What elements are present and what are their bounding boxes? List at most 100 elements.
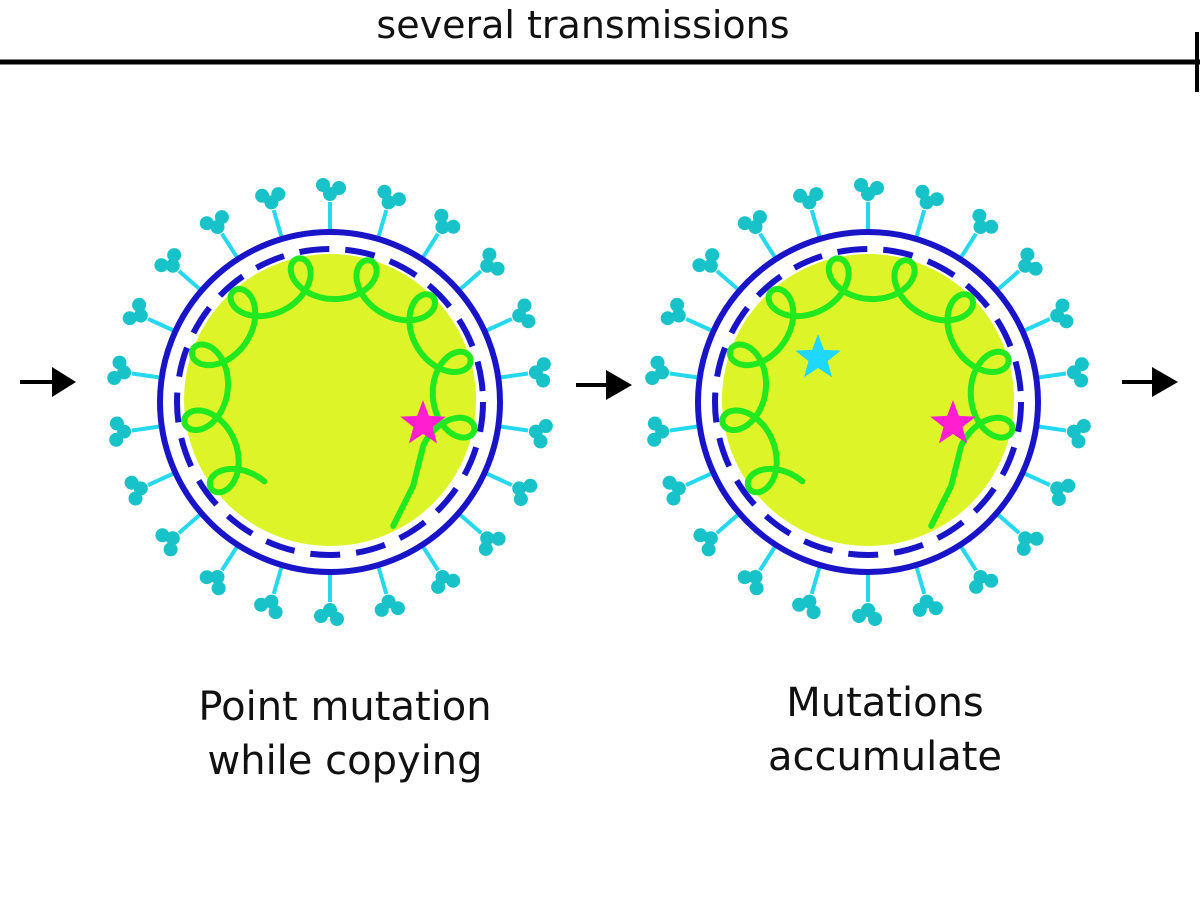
spike-stem — [499, 424, 529, 433]
spike-head — [1074, 373, 1089, 388]
spike-head — [915, 184, 930, 199]
spike-stem — [809, 209, 822, 238]
inner-membrane — [712, 246, 1024, 558]
spike-head — [984, 219, 999, 234]
spike-head — [647, 416, 662, 431]
spike-head — [1018, 531, 1033, 546]
spike-stem — [271, 209, 284, 238]
spike-head — [536, 357, 551, 372]
spike-head — [165, 258, 180, 273]
spike-head — [868, 612, 882, 626]
inner-membrane — [174, 246, 486, 558]
spike-head — [255, 188, 270, 203]
spike-head — [737, 216, 752, 231]
spike-head — [929, 192, 944, 207]
star-icon — [400, 400, 446, 444]
spike-head — [703, 258, 718, 273]
spike-head — [109, 416, 124, 431]
spike-head — [670, 297, 685, 312]
spike-head — [1016, 541, 1031, 556]
spike-head — [521, 314, 536, 329]
spike-head — [254, 597, 269, 612]
spike-head — [1061, 478, 1076, 493]
spike-head — [806, 605, 821, 620]
spike-head — [984, 573, 999, 588]
spike-head — [1028, 261, 1043, 276]
spike-head — [107, 371, 122, 385]
spike-head — [692, 258, 707, 273]
spike-head — [973, 220, 988, 234]
spike-head — [210, 570, 225, 584]
spike-stem — [421, 232, 440, 259]
spike-head — [662, 475, 677, 490]
spike-head — [211, 581, 226, 596]
spike-stem — [177, 269, 202, 291]
spike-head — [271, 187, 286, 202]
spike-head — [852, 609, 866, 623]
spike-head — [647, 432, 662, 447]
spike-head — [268, 605, 283, 620]
spike-head — [737, 570, 752, 585]
spike-stem — [1037, 424, 1067, 433]
spike-head — [666, 491, 681, 506]
star-icon — [930, 400, 976, 444]
spike-head — [513, 492, 528, 507]
rna-strand — [719, 255, 1016, 529]
spike-head — [112, 355, 127, 370]
spike-head — [660, 311, 675, 326]
spike-head — [109, 432, 124, 447]
spike-head — [330, 612, 344, 626]
spike-head — [446, 219, 461, 234]
spike-head — [533, 434, 548, 449]
spike-head — [854, 178, 868, 192]
diagram-title: several transmissions — [376, 3, 790, 47]
spike-head — [1050, 481, 1065, 496]
virus-particle-icon — [107, 178, 553, 626]
virus-particle-icon — [645, 178, 1091, 626]
spike-head — [1051, 492, 1066, 507]
right-arrow-icon — [20, 367, 76, 397]
spike-head — [969, 579, 984, 594]
spike-head — [645, 371, 660, 385]
spike-head — [199, 216, 214, 231]
spike-head — [523, 478, 538, 493]
spike-head — [482, 247, 497, 262]
spike-head — [693, 528, 708, 543]
spike-head — [517, 298, 532, 313]
spike-head — [332, 181, 346, 195]
spike-head — [792, 597, 807, 612]
spike-head — [154, 258, 169, 273]
spike-stem — [669, 424, 699, 433]
spike-head — [132, 297, 147, 312]
spike-stem — [914, 209, 927, 238]
spike-head — [870, 181, 884, 195]
spike-head — [1020, 247, 1035, 262]
spike-head — [752, 210, 767, 225]
spike-stem — [499, 371, 529, 380]
spike-head — [391, 192, 406, 207]
right-arrow-icon — [1122, 367, 1178, 397]
spike-head — [314, 609, 328, 623]
spike-head — [133, 308, 148, 323]
panel-2-caption: Mutations accumulate — [767, 680, 1003, 780]
spike-head — [538, 419, 553, 433]
spike-head — [163, 542, 178, 557]
spike-stem — [685, 317, 713, 333]
spike-head — [434, 208, 449, 223]
spike-stem — [485, 317, 513, 333]
spike-head — [390, 601, 405, 616]
spike-head — [536, 373, 551, 388]
spike-stem — [485, 471, 513, 487]
spike-stem — [177, 513, 202, 535]
spike-stem — [131, 424, 161, 433]
spike-head — [512, 481, 527, 496]
right-arrow-icon — [576, 370, 632, 400]
spike-head — [972, 208, 987, 223]
spike-head — [431, 579, 446, 594]
spike-stem — [1037, 371, 1067, 380]
spike-stem — [271, 566, 284, 595]
spike-head — [748, 570, 763, 584]
spike-stem — [996, 513, 1021, 535]
spike-stem — [220, 232, 239, 259]
